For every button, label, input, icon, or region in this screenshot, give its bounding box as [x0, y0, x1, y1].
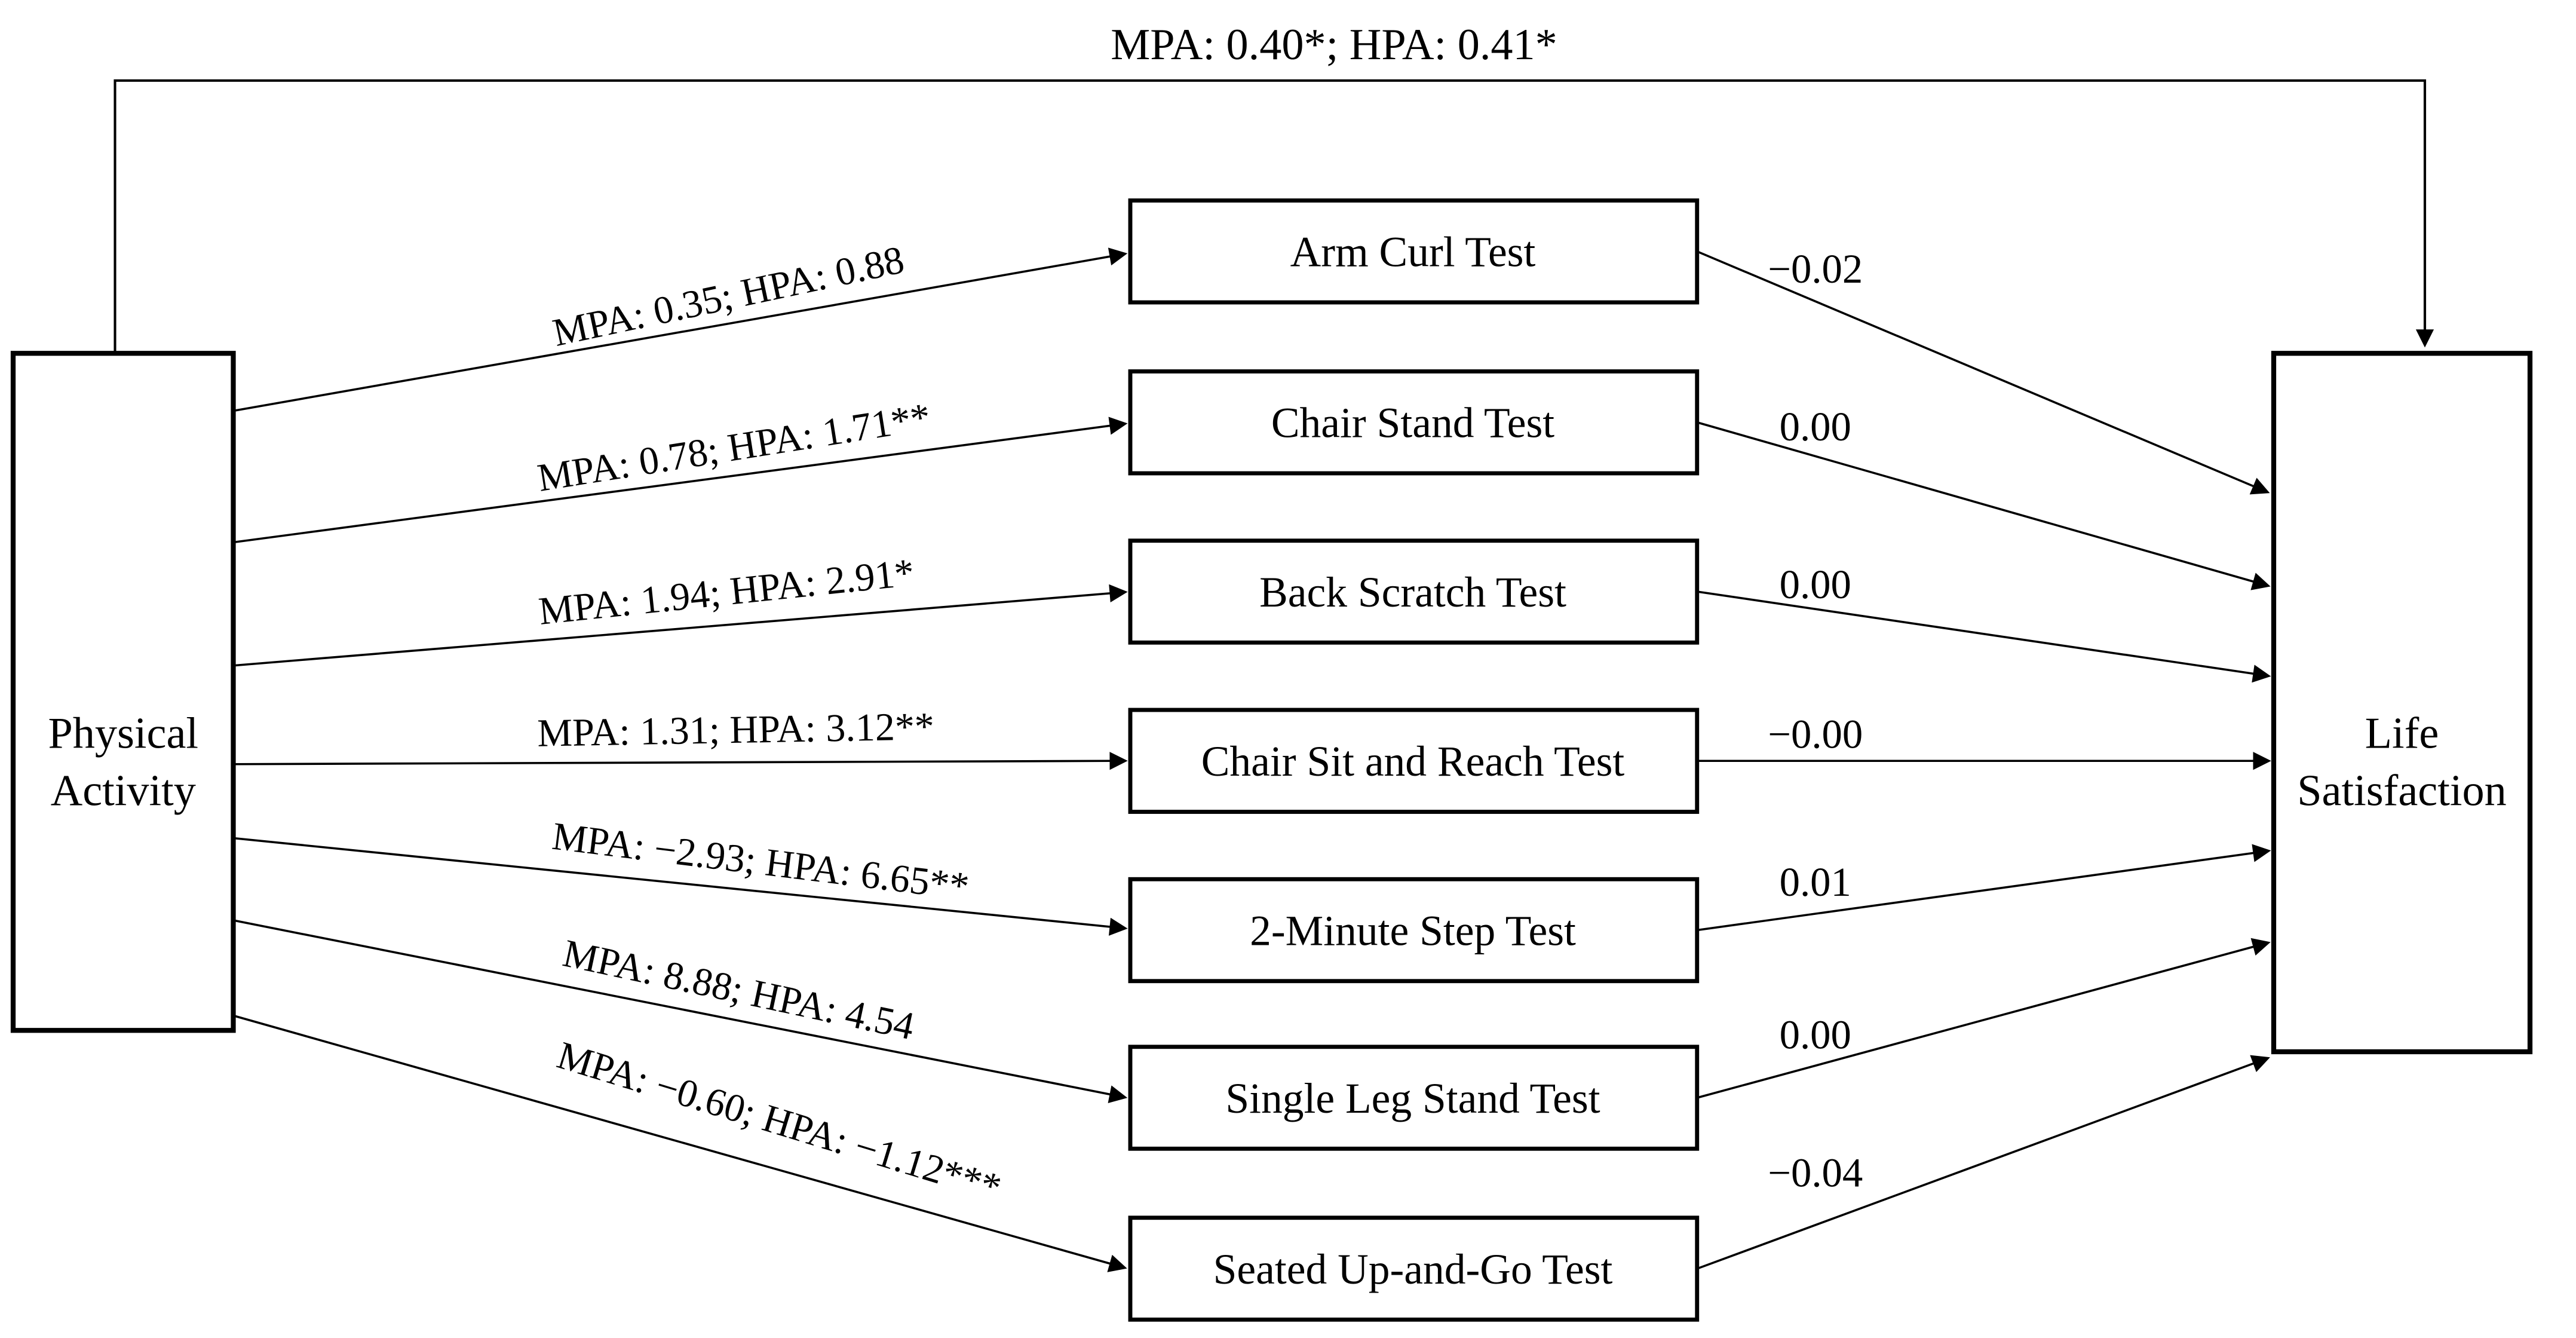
b-path-labels: −0.02 0.00 0.00 −0.00 0.01 0.00 −0.04: [1768, 246, 1863, 1196]
mediator-label: Chair Stand Test: [1271, 400, 1554, 447]
a-path-label: MPA: −2.93; HPA: 6.65**: [550, 815, 971, 909]
b-path-label: 0.00: [1780, 562, 1851, 607]
mediator-label: Single Leg Stand Test: [1225, 1075, 1600, 1122]
arrow-line: [233, 417, 1128, 544]
arrow-line: [1697, 844, 2271, 932]
predictor-node-physical-activity: Physical Activity: [10, 351, 236, 1033]
arrow-line: [233, 919, 1128, 1104]
a-path-labels: MPA: 0.35; HPA: 0.88 MPA: 0.78; HPA: 1.7…: [535, 238, 1006, 1210]
mediator-label: 2-Minute Step Test: [1250, 907, 1576, 954]
mediator-node-chair-sit-and-reach: Chair Sit and Reach Test: [1128, 708, 1700, 814]
direct-effect-path: MPA: 0.40*; HPA: 0.41*: [114, 20, 2434, 354]
arrow-line: [1697, 938, 2271, 1099]
mediator-box: [1128, 538, 1700, 645]
direct-effect-label: MPA: 0.40*; HPA: 0.41*: [1111, 20, 1557, 69]
arrow-line: [233, 837, 1128, 936]
direct-effect-arrow: [114, 79, 2434, 354]
arrow-line: [1697, 421, 2271, 590]
outcome-label-line1: Life: [2365, 709, 2439, 758]
mediator-label: Back Scratch Test: [1259, 569, 1566, 616]
mediator-node-2-minute-step: 2-Minute Step Test: [1128, 877, 1700, 984]
predictor-box: [10, 351, 236, 1033]
a-path-label: MPA: 0.78; HPA: 1.71**: [535, 395, 934, 500]
mediator-box: [1128, 708, 1700, 814]
b-path-label: 0.00: [1780, 1012, 1851, 1058]
outcome-label-line2: Satisfaction: [2297, 767, 2507, 816]
b-path-label: 0.00: [1780, 404, 1851, 449]
mediator-node-arm-curl: Arm Curl Test: [1128, 198, 1700, 305]
arrow-line: [233, 584, 1128, 667]
predictor-label-line1: Physical: [48, 709, 198, 758]
mediator-box: [1128, 1045, 1700, 1151]
mediator-node-chair-stand: Chair Stand Test: [1128, 369, 1700, 476]
arrow-line: [1697, 1055, 2270, 1270]
mediator-nodes: Arm Curl Test Chair Stand Test Back Scra…: [1128, 198, 1700, 1322]
b-path-label: −0.00: [1768, 711, 1863, 757]
mediator-box: [1128, 198, 1700, 305]
a-path-label: MPA: 8.88; HPA: 4.54: [559, 932, 918, 1049]
outcome-box: [2271, 351, 2533, 1055]
arrow-line: [233, 752, 1128, 770]
a-path-label: MPA: 1.31; HPA: 3.12**: [537, 705, 935, 755]
a-path-arrows: [233, 247, 1128, 1272]
mediator-box: [1128, 1215, 1700, 1322]
a-path-label: MPA: 0.35; HPA: 0.88: [549, 238, 908, 355]
arrow-line: [1697, 250, 2270, 495]
arrow-line: [233, 1014, 1127, 1272]
b-path-label: −0.02: [1768, 246, 1863, 292]
a-path-label: MPA: 1.94; HPA: 2.91*: [536, 550, 916, 633]
mediator-node-seated-up-and-go: Seated Up-and-Go Test: [1128, 1215, 1700, 1322]
mediator-label: Seated Up-and-Go Test: [1213, 1246, 1613, 1293]
mediator-box: [1128, 877, 1700, 984]
predictor-label-line2: Activity: [51, 767, 196, 816]
arrow-line: [233, 247, 1128, 412]
arrow-line: [1697, 590, 2271, 683]
mediator-label: Arm Curl Test: [1290, 229, 1536, 276]
mediator-label: Chair Sit and Reach Test: [1201, 738, 1625, 785]
mediator-box: [1128, 369, 1700, 476]
b-path-label: −0.04: [1768, 1150, 1863, 1196]
mediator-node-back-scratch: Back Scratch Test: [1128, 538, 1700, 645]
b-path-label: 0.01: [1780, 859, 1851, 905]
outcome-node-life-satisfaction: Life Satisfaction: [2271, 351, 2533, 1055]
mediator-node-single-leg-stand: Single Leg Stand Test: [1128, 1045, 1700, 1151]
b-path-arrows: [1697, 250, 2271, 1270]
